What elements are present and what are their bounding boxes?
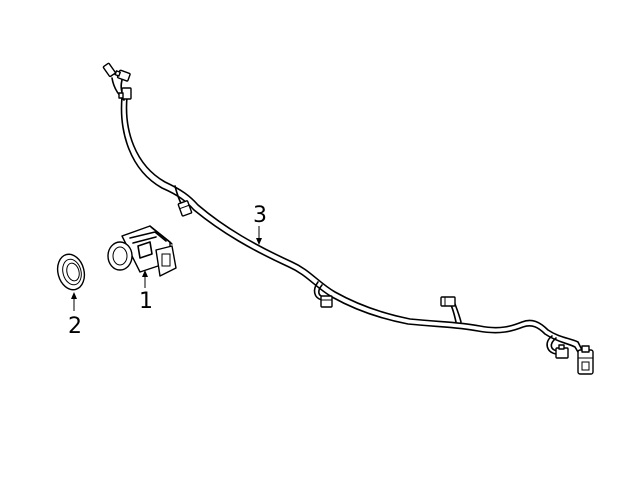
branch-lead — [313, 281, 323, 301]
connector — [555, 344, 569, 359]
callout-1: 1 — [139, 289, 153, 314]
branch-lead — [546, 335, 557, 355]
end-connector — [577, 345, 594, 375]
harness-cable — [125, 96, 583, 351]
callout-3: 3 — [253, 203, 267, 228]
parking-sensor — [107, 225, 177, 277]
sensor-ring — [56, 253, 86, 291]
harness-cable-inner — [120, 96, 579, 353]
branch-lead — [450, 304, 457, 323]
callout-2: 2 — [68, 314, 82, 339]
connector — [102, 62, 116, 78]
connector — [118, 87, 132, 100]
leader-lines — [71, 226, 262, 311]
connector — [114, 69, 131, 82]
connector — [440, 296, 456, 307]
wiring-harness — [102, 62, 594, 375]
branch-lead — [454, 303, 462, 323]
connector — [177, 200, 193, 217]
connector — [320, 295, 333, 308]
